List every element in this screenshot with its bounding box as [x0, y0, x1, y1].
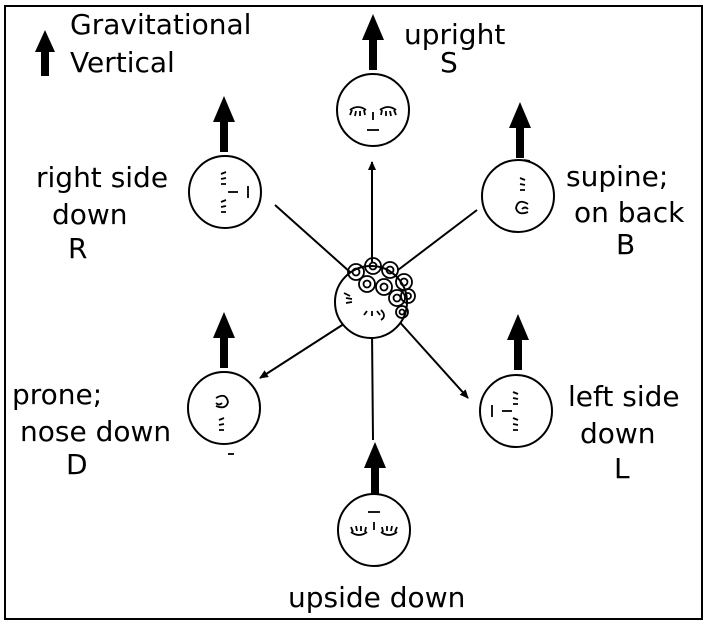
label-left-side-down-code: L [614, 452, 630, 485]
label-supine-line1: supine; [566, 160, 668, 193]
connector-to-upside-down [371, 331, 374, 441]
legend-label-line1: Gravitational [70, 8, 251, 41]
hair-curls-icon [347, 257, 416, 319]
label-prone-line1: prone; [12, 378, 102, 411]
gravity-arrow-icon [362, 14, 384, 70]
gravity-arrow-icon [364, 442, 386, 498]
label-right-side-down-line1: right side [36, 161, 168, 194]
label-upright: upright [404, 18, 505, 51]
label-right-side-down-code: R [68, 232, 87, 265]
label-left-side-down-line1: left side [568, 380, 680, 413]
connector-lines [259, 161, 478, 441]
label-supine-line2: on back [574, 196, 685, 229]
label-left-side-down-line2: down [580, 417, 656, 450]
connector-to-right-side-down [274, 204, 351, 273]
center-face-features [343, 292, 385, 321]
head-supine: supine; on back B [481, 102, 685, 261]
head-right-side-down: right side down R [36, 96, 262, 265]
gravity-arrow-icon [213, 96, 235, 152]
gravity-arrow-icon [213, 312, 235, 368]
legend-label-line2: Vertical [70, 46, 175, 79]
label-right-side-down-line2: down [52, 198, 128, 231]
head-upside-down: upside down [288, 442, 465, 614]
diagram-border [4, 5, 703, 620]
gravity-legend: Gravitational Vertical [35, 8, 251, 79]
connector-to-left-side-down [395, 317, 469, 399]
head-upright: upright S [336, 14, 505, 147]
label-prone-line2: nose down [20, 415, 171, 448]
connector-to-supine [397, 209, 478, 271]
connector-to-prone [259, 319, 351, 379]
gravity-arrow-icon [509, 102, 531, 158]
head-left-side-down: left side down L [479, 314, 680, 485]
gravity-arrow-icon [507, 314, 529, 370]
label-upright-code: S [440, 46, 458, 79]
label-upside-down: upside down [288, 581, 465, 614]
gravity-arrow-icon [35, 30, 55, 76]
label-supine-code: B [616, 228, 635, 261]
head-prone: prone; nose down D [12, 312, 261, 481]
center-head [334, 257, 416, 339]
label-prone-code: D [66, 448, 88, 481]
